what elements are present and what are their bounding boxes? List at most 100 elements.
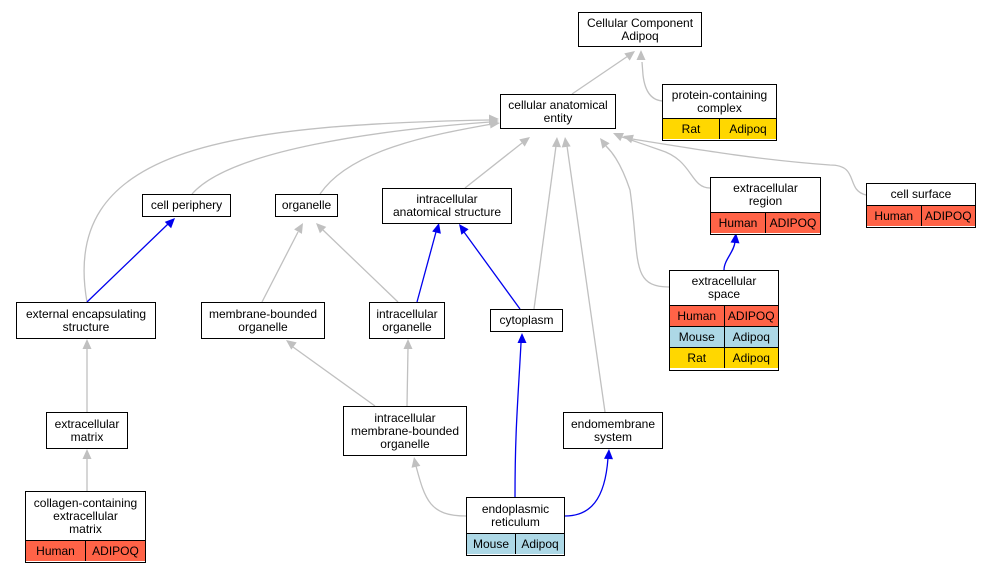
node-label: intracellular anatomical structure <box>392 192 502 219</box>
annotation-row: Mouse Adipoq <box>467 533 564 554</box>
node-cellular-anatomical-entity[interactable]: cellular anatomical entity <box>500 94 616 129</box>
edge-arrowhead <box>459 224 469 235</box>
edge-arrowhead <box>600 138 610 149</box>
node-label: cytoplasm <box>499 313 554 327</box>
edge-part-of-es-to-er <box>723 241 736 271</box>
edge-arrowhead <box>730 233 740 244</box>
edge-arrowhead <box>561 137 571 148</box>
edge-is-a-mbo-to-org <box>261 231 299 303</box>
species-cell: Human <box>718 216 758 230</box>
node-extracellular-matrix[interactable]: extracellular matrix <box>46 412 128 449</box>
edge-arrowhead <box>411 457 421 468</box>
gene-cell: Adipoq <box>723 348 779 368</box>
node-label: protein-containing complex <box>671 87 768 115</box>
edge-is-a-es-to-cae <box>605 145 670 288</box>
node-membrane-bounded-organelle[interactable]: membrane-bounded organelle <box>201 302 325 339</box>
node-label: external encapsulating structure <box>25 306 147 334</box>
node-cytoplasm[interactable]: cytoplasm <box>490 309 563 332</box>
edge-arrowhead <box>82 449 92 459</box>
node-intracellular-anatomical-structure[interactable]: intracellular anatomical structure <box>382 188 512 224</box>
edge-is-a-ems-to-cae <box>566 145 606 413</box>
edge-part-of-ert-to-cyto <box>514 342 522 498</box>
edge-arrowhead <box>82 339 92 349</box>
edge-is-a-pcc-to-root <box>641 61 665 102</box>
species-cell: Human <box>36 544 75 558</box>
gene-cell: ADIPOQ <box>85 541 145 561</box>
node-label: extracellular region <box>733 181 798 208</box>
species-cell: Human <box>874 209 914 223</box>
node-collagen-containing-extracellular-matrix[interactable]: collagen-containing extracellular matrix… <box>25 491 146 563</box>
edge-arrowhead <box>316 223 327 234</box>
node-label: cellular anatomical entity <box>508 97 608 125</box>
edge-arrowhead <box>604 449 613 460</box>
edge-is-a-ert-to-imbo <box>415 465 467 517</box>
edge-arrowhead <box>432 223 441 234</box>
node-label: cell surface <box>890 187 952 201</box>
gene-cell: Adipoq <box>719 119 776 139</box>
edge-is-a-cs-to-cae <box>631 138 867 196</box>
edge-part-of-ert-to-ems <box>564 457 609 517</box>
edge-arrowhead <box>624 51 635 61</box>
node-label: Cellular Component Adipoq <box>586 15 694 43</box>
edge-is-a-imbo-to-io <box>406 347 409 407</box>
node-label: intracellular organelle <box>376 306 438 334</box>
annotation-row: Human ADIPOQ <box>670 305 778 326</box>
node-label: endomembrane system <box>570 416 656 444</box>
species-cell: Mouse <box>678 330 715 344</box>
gene-cell: Adipoq <box>515 534 564 554</box>
species-cell: Human <box>677 309 717 323</box>
annotation-row: Human ADIPOQ <box>711 212 820 233</box>
edge-arrowhead <box>294 223 303 234</box>
edge-is-a-ias-to-cae <box>464 142 523 189</box>
node-label: collagen-containing extracellular matrix <box>33 495 138 536</box>
species-cell: Rat <box>687 351 707 365</box>
edge-arrowhead <box>403 339 413 349</box>
edge-is-a-cae-to-root <box>571 55 629 95</box>
species-cell: Mouse <box>472 537 510 551</box>
species-cell: Rat <box>681 122 701 136</box>
edge-arrowhead <box>623 134 634 144</box>
edge-part-of-ees-to-cp <box>86 223 169 303</box>
node-cellular-component-root[interactable]: Cellular Component Adipoq <box>578 12 702 47</box>
edge-arrowhead <box>164 218 175 229</box>
node-label: cell periphery <box>150 198 223 212</box>
annotation-row: Rat Adipoq <box>663 118 776 139</box>
edge-part-of-cyto-to-ias <box>463 231 521 310</box>
node-label: extracellular space <box>691 274 757 301</box>
edge-arrowhead <box>519 137 530 147</box>
gene-cell: ADIPOQ <box>765 213 820 233</box>
edge-arrowhead <box>286 340 297 350</box>
edge-part-of-io-to-ias <box>416 231 437 303</box>
annotation-row: Rat Adipoq <box>670 347 778 368</box>
edge-arrowhead <box>517 333 527 343</box>
edge-is-a-cp-to-cae <box>191 121 491 195</box>
annotation-row: Human ADIPOQ <box>26 540 145 561</box>
edge-is-a-org-to-cae <box>319 123 493 195</box>
node-intracellular-organelle[interactable]: intracellular organelle <box>369 302 445 339</box>
edge-arrowhead <box>613 132 624 142</box>
edge-is-a-cyto-to-cae <box>533 145 557 310</box>
node-label: organelle <box>281 198 332 212</box>
edge-arrowhead <box>552 137 561 148</box>
node-label: intracellular membrane-bounded organelle <box>350 410 460 451</box>
node-cell-periphery[interactable]: cell periphery <box>142 194 231 217</box>
node-organelle[interactable]: organelle <box>275 194 338 217</box>
edge-is-a-io-to-org <box>322 229 399 303</box>
gene-cell: ADIPOQ <box>920 206 976 226</box>
node-external-encapsulating-structure[interactable]: external encapsulating structure <box>16 302 156 339</box>
node-label: endoplasmic reticulum <box>481 501 550 529</box>
node-endomembrane-system[interactable]: endomembrane system <box>563 412 663 449</box>
edge-is-a-ees-to-cae <box>83 119 491 303</box>
edge-is-a-imbo-to-mbo <box>292 346 376 407</box>
annotation-row: Mouse Adipoq <box>670 326 778 347</box>
gene-cell: ADIPOQ <box>723 306 779 326</box>
gene-cell: Adipoq <box>723 327 779 347</box>
node-label: extracellular matrix <box>54 416 120 444</box>
node-intracellular-membrane-bounded-organelle[interactable]: intracellular membrane-bounded organelle <box>343 406 467 456</box>
